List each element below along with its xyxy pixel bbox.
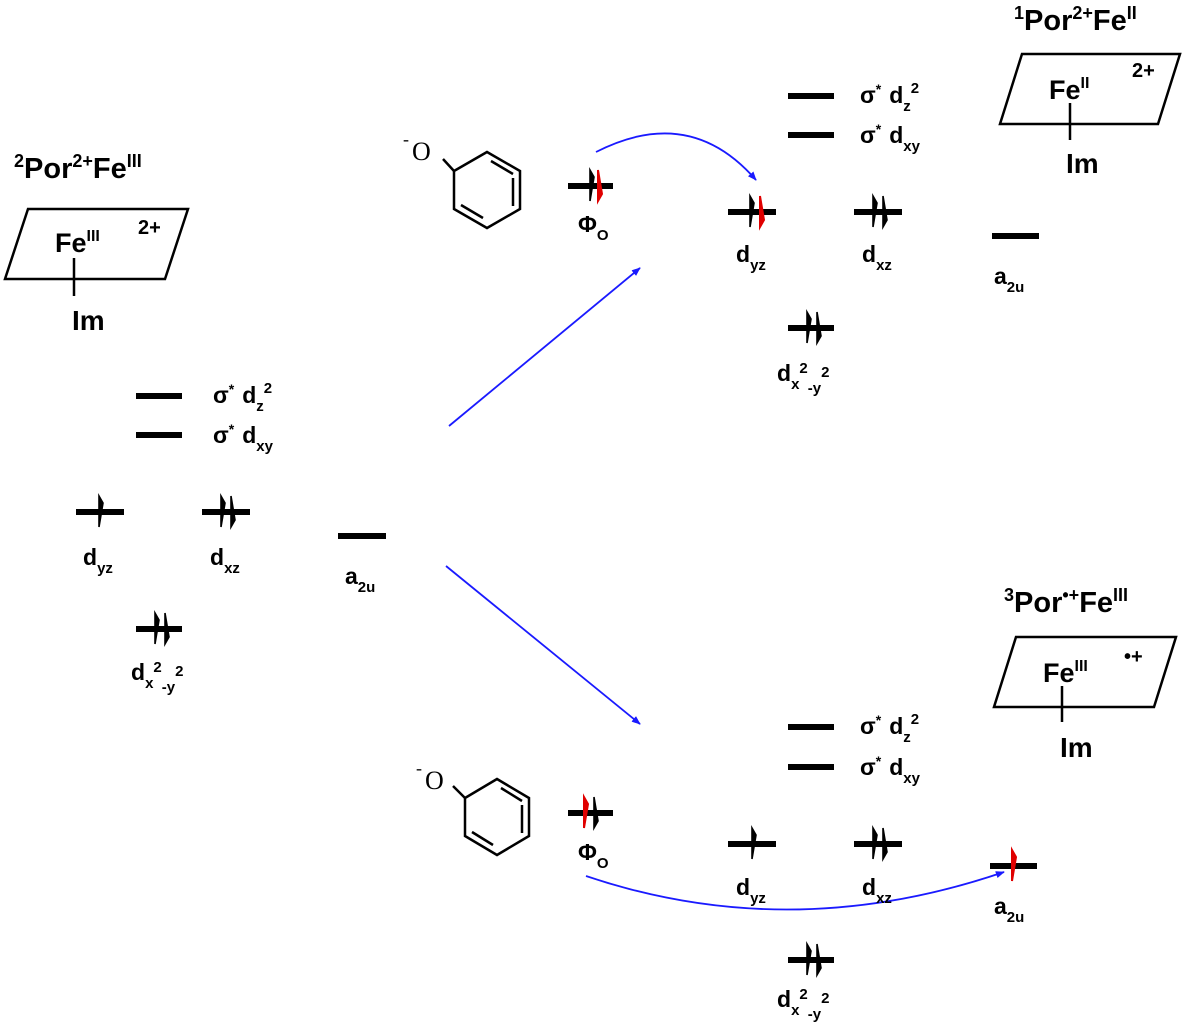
svg-text:Im: Im bbox=[1060, 732, 1093, 763]
svg-text:dyz: dyz bbox=[736, 241, 766, 274]
svg-text:ΦO: ΦO bbox=[578, 839, 609, 872]
svg-text:σ*dxy: σ*dxy bbox=[860, 121, 921, 155]
orbital-a2u-top: a2u bbox=[992, 233, 1039, 296]
svg-text:dxz: dxz bbox=[862, 241, 892, 274]
svg-text:Im: Im bbox=[72, 305, 105, 336]
svg-text:2+: 2+ bbox=[138, 217, 161, 239]
orbital-a2u-bottom: a2u bbox=[990, 846, 1037, 926]
svg-text:dx2-y2: dx2-y2 bbox=[131, 659, 183, 696]
svg-text:dx2-y2: dx2-y2 bbox=[777, 360, 829, 397]
svg-text:σ*dxy: σ*dxy bbox=[860, 753, 921, 787]
svg-text:dxz: dxz bbox=[210, 544, 240, 577]
svg-text:-: - bbox=[416, 758, 422, 778]
orbital-dx2y2-initial: dx2-y2 bbox=[131, 609, 183, 696]
electron-transfer-arrow-top bbox=[595, 132, 757, 181]
orbital-dxz-top: dxz bbox=[854, 192, 902, 274]
porphyrin-icon-top: FeII 2+ Im bbox=[998, 52, 1182, 179]
svg-text:σ*dz2: σ*dz2 bbox=[860, 80, 919, 115]
orbital-dxy-initial: σ*dxy bbox=[136, 421, 274, 455]
orbital-dyz-bottom: dyz bbox=[728, 824, 776, 907]
orbital-dyz-initial: dyz bbox=[76, 492, 124, 577]
svg-text:ΦO: ΦO bbox=[578, 211, 609, 244]
svg-text:dx2-y2: dx2-y2 bbox=[777, 986, 829, 1023]
svg-text:a2u: a2u bbox=[345, 563, 375, 596]
orbital-dz2-top: σ*dz2 bbox=[788, 80, 919, 115]
svg-text:a2u: a2u bbox=[994, 893, 1024, 926]
svg-text:•+: •+ bbox=[1124, 646, 1143, 668]
porphyrin-icon-initial: FeIII 2+ Im bbox=[3, 207, 190, 336]
svg-text:O: O bbox=[412, 137, 431, 166]
orbital-dx2y2-bottom: dx2-y2 bbox=[777, 940, 834, 1023]
svg-text:-: - bbox=[403, 129, 409, 149]
svg-text:Im: Im bbox=[1066, 148, 1099, 179]
phenoxide-icon-bottom: - O bbox=[416, 758, 531, 857]
orbital-phi-o-top: ΦO bbox=[568, 166, 613, 244]
svg-text:σ*dxy: σ*dxy bbox=[213, 421, 274, 455]
state-title-top: 1Por2+FeII bbox=[1014, 3, 1137, 37]
pathway-arrow-bottom bbox=[445, 565, 641, 725]
state-title-initial: 2Por2+FeIII bbox=[14, 151, 142, 185]
svg-text:2+: 2+ bbox=[1132, 60, 1155, 82]
electron-transfer-arrow-bottom bbox=[585, 871, 1005, 911]
orbital-dx2y2-top: dx2-y2 bbox=[777, 308, 834, 397]
svg-text:FeII: FeII bbox=[1049, 75, 1089, 105]
orbital-dyz-top: dyz bbox=[728, 192, 776, 274]
pathway-arrow-top bbox=[448, 267, 641, 427]
orbital-dxz-initial: dxz bbox=[202, 492, 250, 577]
svg-text:σ*dz2: σ*dz2 bbox=[213, 380, 272, 415]
svg-text:a2u: a2u bbox=[994, 263, 1024, 296]
porphyrin-icon-bottom: FeIII •+ Im bbox=[992, 635, 1178, 763]
svg-text:σ*dz2: σ*dz2 bbox=[860, 711, 919, 746]
orbital-dxz-bottom: dxz bbox=[854, 824, 902, 907]
svg-text:O: O bbox=[425, 766, 444, 795]
orbital-dz2-initial: σ*dz2 bbox=[136, 380, 272, 415]
svg-text:dyz: dyz bbox=[736, 874, 766, 907]
svg-text:FeIII: FeIII bbox=[1043, 658, 1088, 688]
orbital-dxy-top: σ*dxy bbox=[788, 121, 921, 155]
phenoxide-icon-top: - O bbox=[403, 129, 522, 230]
svg-text:dxz: dxz bbox=[862, 874, 892, 907]
orbital-dz2-bottom: σ*dz2 bbox=[788, 711, 919, 746]
orbital-phi-o-bottom: ΦO bbox=[568, 793, 613, 872]
state-title-bottom: 3Por•+FeIII bbox=[1004, 585, 1128, 619]
orbital-dxy-bottom: σ*dxy bbox=[788, 753, 921, 787]
svg-text:FeIII: FeIII bbox=[55, 228, 100, 258]
orbital-a2u-initial: a2u bbox=[338, 533, 386, 596]
svg-text:dyz: dyz bbox=[83, 544, 113, 577]
